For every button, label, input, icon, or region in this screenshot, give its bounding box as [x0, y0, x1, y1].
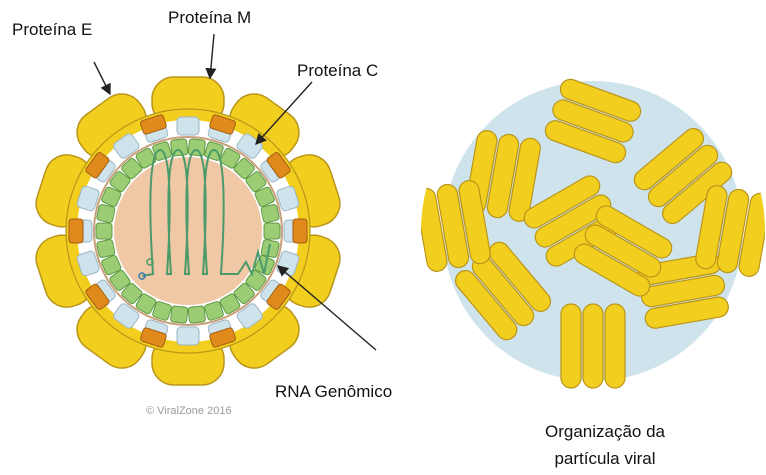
membrane-segment [177, 117, 199, 135]
capsid-subunit [261, 239, 280, 258]
e-protein-dimer [605, 304, 625, 388]
capsid-subunit [96, 239, 115, 258]
e-protein-raft [414, 179, 492, 273]
e-protein-raft [561, 304, 625, 388]
m-protein [69, 219, 83, 243]
arrow-protein-m [210, 34, 214, 78]
label-protein-c: Proteína C [297, 61, 378, 81]
capsid-subunit [261, 204, 280, 223]
capsid-subunit [96, 223, 112, 239]
membrane-segment [177, 327, 199, 345]
capsid-subunit [170, 306, 188, 324]
label-rna: RNA Genômico [275, 382, 392, 402]
capsid-subunit [96, 204, 115, 223]
caption-line-1: Organização da [495, 418, 715, 445]
e-protein-rafts [414, 77, 766, 388]
caption-line-2: partícula viral [495, 445, 715, 472]
caption: Organização da partícula viral [495, 418, 715, 472]
e-protein-dimer [561, 304, 581, 388]
label-protein-e: Proteína E [12, 20, 92, 40]
m-protein [293, 219, 307, 243]
capsid-subunit [188, 139, 206, 157]
capsid-subunit [264, 223, 280, 239]
virion-cross-section [30, 77, 345, 385]
e-protein-dimer [583, 304, 603, 388]
label-protein-m: Proteína M [168, 8, 251, 28]
virion-surface [414, 77, 766, 388]
capsid-subunit [188, 306, 206, 324]
credit-text: © ViralZone 2016 [146, 405, 232, 417]
arrow-protein-e [94, 62, 110, 94]
